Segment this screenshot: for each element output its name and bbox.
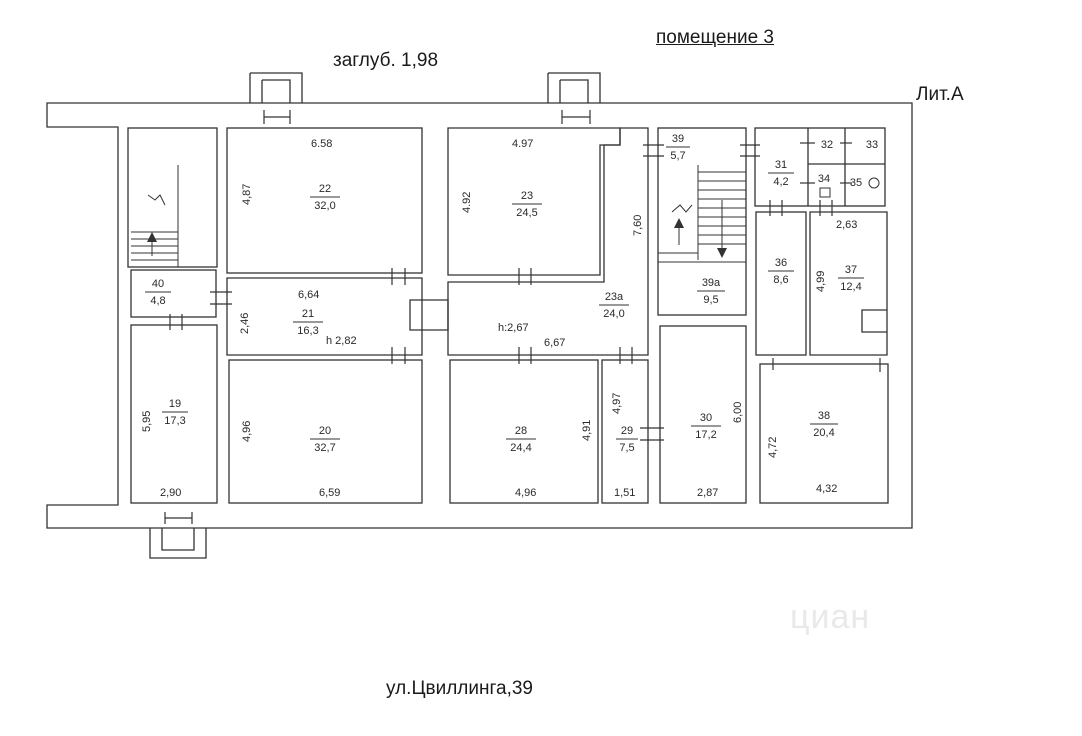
room-31-number: 31 (775, 159, 787, 171)
room-36-number: 36 (775, 257, 787, 269)
room-22-number: 22 (319, 183, 331, 195)
dim-2-46: 2,46 (239, 313, 251, 334)
room-31-area: 4,2 (773, 176, 788, 188)
stair-steps-left (131, 165, 179, 267)
room-19-outline (130, 324, 218, 504)
dim-4-97-top: 4.97 (512, 138, 533, 150)
room-22-area: 32,0 (314, 200, 335, 212)
height-2-67: h:2,67 (498, 322, 529, 334)
room-38-number: 38 (818, 410, 830, 422)
room-19-number: 19 (169, 398, 181, 410)
dim-2-63: 2,63 (836, 219, 857, 231)
room-21-outline (226, 277, 423, 356)
room-21-number: 21 (302, 308, 314, 320)
building-letter-label: Лит.А (916, 84, 964, 105)
street-address: ул.Цвиллинга,39 (386, 678, 533, 699)
room-37-outline (809, 211, 888, 356)
arrow-up-icon-left (147, 232, 157, 242)
room-21-area: 16,3 (297, 325, 318, 337)
dim-4-99: 4,99 (815, 271, 827, 292)
dim-7-60: 7,60 (632, 215, 644, 236)
sink-icon (819, 187, 831, 198)
dim-4-72: 4,72 (767, 437, 779, 458)
room-29-outline (601, 359, 649, 504)
room-23-area: 24,5 (516, 207, 537, 219)
dim-2-90: 2,90 (160, 487, 181, 499)
room-39a-area: 9,5 (703, 294, 718, 306)
room-38-area: 20,4 (813, 427, 834, 439)
dim-6-67: 6,67 (544, 337, 565, 349)
room-39-number: 39 (672, 133, 684, 145)
room-40-number: 40 (152, 278, 164, 290)
dim-4-96: 4,96 (241, 421, 253, 442)
dim-6-59: 6,59 (319, 487, 340, 499)
dim-4-32: 4,32 (816, 483, 837, 495)
outer-wall (46, 102, 913, 529)
room-20-area: 32,7 (314, 442, 335, 454)
height-2-82: h 2,82 (326, 335, 357, 347)
room-33-number: 33 (866, 139, 878, 151)
room-28-area: 24,4 (510, 442, 531, 454)
room-30-area: 17,2 (695, 429, 716, 441)
room-37-number: 37 (845, 264, 857, 276)
room-23a-number: 23а (605, 291, 624, 303)
dim-4-96-bottom: 4,96 (515, 487, 536, 499)
room-34-number: 34 (818, 173, 830, 185)
room-32-number: 32 (821, 139, 833, 151)
room-23-number: 23 (521, 190, 533, 202)
room-30-outline (659, 325, 747, 504)
room-title: помещение 3 (656, 27, 774, 48)
dim-4-92: 4.92 (461, 192, 473, 213)
room-39a-outline (657, 127, 747, 316)
door-marks (164, 110, 881, 524)
room-39a-number: 39а (702, 277, 721, 289)
dim-6-64: 6,64 (298, 289, 319, 301)
room-36-outline (755, 211, 807, 356)
window-pit-top-right (547, 72, 601, 103)
dim-2-87: 2,87 (697, 487, 718, 499)
room-37-area: 12,4 (840, 281, 861, 293)
dim-1-51: 1,51 (614, 487, 635, 499)
room-29-area: 7,5 (619, 442, 634, 454)
room-19-area: 17,3 (164, 415, 185, 427)
window-pit-bottom (149, 528, 207, 559)
depth-label: заглуб. 1,98 (333, 50, 439, 71)
dim-4-91: 4,91 (581, 420, 593, 441)
room-28-number: 28 (515, 425, 527, 437)
room-35-number: 35 (850, 177, 862, 189)
dim-4-87: 4,87 (241, 184, 253, 205)
dim-4-97-mid: 4,97 (611, 393, 623, 414)
room-29-number: 29 (621, 425, 633, 437)
room-22-outline (226, 127, 423, 274)
room-23a-area: 24,0 (603, 308, 624, 320)
room-20-number: 20 (319, 425, 331, 437)
window-pit-top-left (249, 72, 303, 103)
room-28-outline (449, 359, 599, 504)
room-23a-outline (447, 127, 649, 356)
room-40-outline (130, 269, 217, 318)
room-39-area: 5,7 (670, 150, 685, 162)
room-36-area: 8,6 (773, 274, 788, 286)
dim-5-95: 5,95 (141, 411, 153, 432)
room-40-area: 4,8 (150, 295, 165, 307)
toilet-icon (868, 177, 880, 189)
arrow-up-icon-right (674, 218, 684, 228)
dim-6-58: 6.58 (311, 138, 332, 150)
arrow-down-icon (717, 248, 727, 258)
stair-steps-right (658, 165, 746, 263)
room-30-number: 30 (700, 412, 712, 424)
room-23-outline (447, 127, 621, 276)
dim-6-00: 6,00 (732, 402, 744, 423)
room-38-outline (759, 363, 889, 504)
room-20-outline (228, 359, 423, 504)
watermark-logo: циан (790, 598, 871, 636)
